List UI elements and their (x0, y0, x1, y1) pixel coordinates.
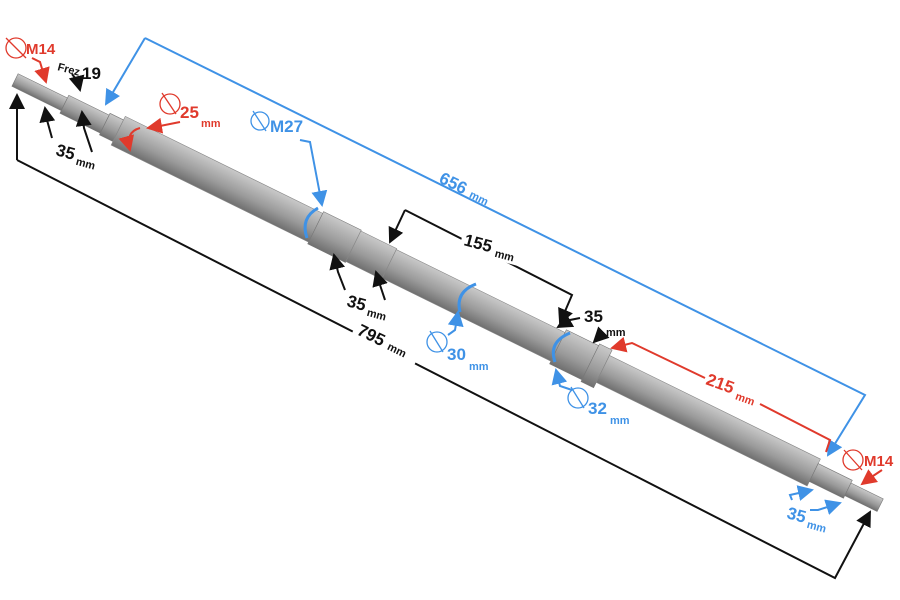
svg-text:mm: mm (469, 361, 489, 373)
svg-text:mm: mm (74, 156, 96, 173)
svg-text:215: 215 (704, 370, 737, 398)
frez-label: Frez 19 (56, 61, 101, 92)
svg-text:mm: mm (606, 327, 626, 339)
svg-text:mm: mm (610, 415, 630, 427)
svg-text:155: 155 (462, 231, 494, 257)
dia-30-label: 30 mm (426, 282, 489, 373)
svg-text:mm: mm (734, 391, 757, 409)
unit: mm (467, 189, 490, 209)
svg-text:25: 25 (180, 103, 199, 122)
svg-text:35: 35 (345, 292, 368, 315)
dia-25-label: 25 mm (118, 92, 221, 152)
spline-left-dim: 35 mm (39, 106, 97, 173)
dim-656-line (144, 37, 867, 457)
svg-text:32: 32 (588, 399, 607, 418)
dia-m27-label: M27 (250, 110, 328, 239)
svg-text:mm: mm (365, 307, 387, 324)
svg-text:M14: M14 (864, 453, 894, 470)
dim-795-line (16, 159, 871, 580)
svg-text:35: 35 (584, 307, 603, 326)
svg-text:M14: M14 (26, 41, 56, 58)
left-thread (11, 73, 68, 111)
svg-text:mm: mm (493, 248, 515, 265)
dia-32-label: 32 mm (551, 331, 630, 427)
spline-right-dim: 35 mm (556, 307, 626, 344)
spline-end-dim: 35 mm (785, 485, 842, 536)
thread-left-label: M14 (5, 37, 56, 84)
svg-text:35: 35 (54, 141, 77, 164)
right-thread (844, 482, 884, 512)
svg-text:35: 35 (785, 504, 808, 527)
label-656: 656 (436, 169, 470, 199)
svg-text:30: 30 (447, 345, 466, 364)
svg-text:mm: mm (805, 519, 827, 536)
spline-mid-dim: 35 mm (329, 253, 388, 324)
svg-text:19: 19 (82, 64, 101, 83)
svg-text:M27: M27 (270, 117, 303, 136)
thread-right-label: M14 (842, 449, 894, 486)
svg-text:mm: mm (201, 118, 221, 130)
svg-text:Frez: Frez (56, 61, 81, 79)
shaft (11, 73, 884, 512)
